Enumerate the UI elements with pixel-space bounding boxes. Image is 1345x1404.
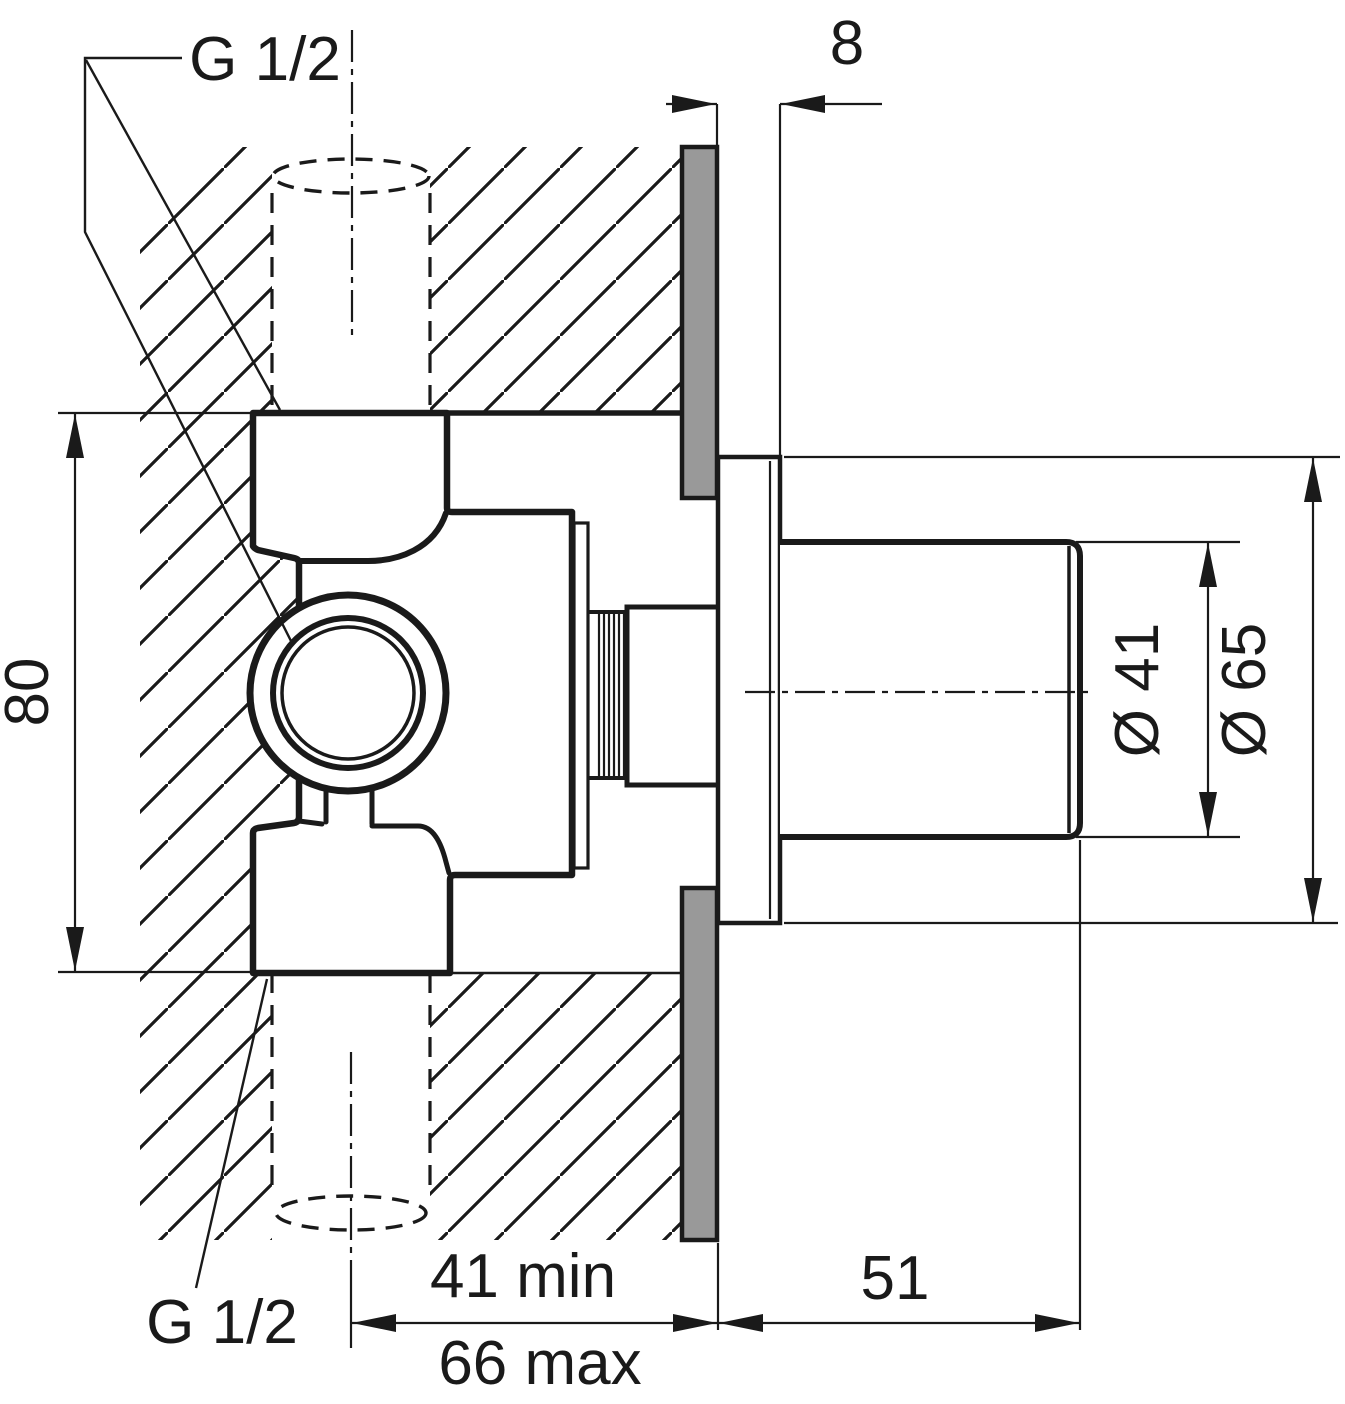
front-port-middle-ring (270, 615, 426, 771)
front-port-inner-ring (280, 625, 416, 761)
mounting-plate (572, 521, 590, 870)
thread-label-bottom: G 1/2 (146, 1288, 298, 1357)
extension-sleeve (624, 604, 723, 788)
dim-label-plate-diameter: Ø 65 (1210, 623, 1279, 757)
dim-label-knob-projection: 51 (861, 1244, 930, 1313)
threaded-collar (597, 613, 626, 777)
valve-body (246, 409, 576, 977)
dim-label-plate-offset: 8 (830, 9, 864, 78)
body-shoulder-fillet (298, 510, 449, 564)
dim-knob-diameter (1076, 540, 1240, 839)
finished-wall-tiles (679, 144, 720, 1243)
lower-port-tube (296, 783, 452, 876)
upper-supply-pipe-hidden (270, 30, 432, 413)
dim-label-depth-min: 41 min (430, 1242, 616, 1311)
handle-knob (780, 539, 1083, 840)
dim-plate-diameter (784, 455, 1340, 925)
dim-label-knob-diameter: Ø 41 (1103, 623, 1172, 757)
dim-depth-and-projection (352, 840, 1082, 1332)
pipe-break-ellipse (271, 157, 431, 195)
thread-label-top: G 1/2 (189, 25, 341, 94)
dim-plate-offset (666, 95, 882, 455)
thread-label-top-leaders (83, 56, 295, 646)
thread-label-bottom-leader (194, 978, 269, 1289)
dim-niche-height (58, 411, 250, 974)
cartridge-stack (572, 521, 723, 870)
lower-supply-pipe-hidden (270, 973, 432, 1348)
trim-set (715, 454, 1093, 926)
upper-tile (679, 144, 720, 501)
lower-tile (679, 885, 720, 1243)
dim-label-niche-height: 80 (0, 658, 62, 727)
dim-label-depth-max: 66 max (438, 1329, 641, 1398)
